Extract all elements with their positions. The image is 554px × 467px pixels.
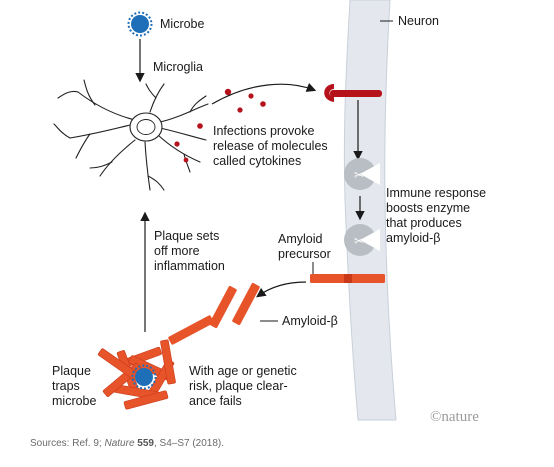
label-neuron: Neuron bbox=[398, 14, 439, 28]
source-volume: 559 bbox=[137, 438, 154, 449]
source-journal: Nature bbox=[104, 438, 135, 449]
label-amyloid-beta: Amyloid-β bbox=[282, 314, 338, 328]
receptor-icon bbox=[324, 84, 382, 102]
label-microglia: Microglia bbox=[153, 60, 204, 74]
label-plaque-inflammation: Plaque sets off more inflammation bbox=[154, 229, 225, 273]
arrow-precursor-to-amyloid bbox=[256, 281, 307, 298]
cytokine-dots bbox=[174, 88, 266, 163]
label-amyloid-precursor: Amyloid precursor bbox=[278, 232, 331, 261]
trapped-microbe-icon bbox=[131, 364, 157, 390]
amyloid-beta-fragments bbox=[168, 282, 260, 345]
source-pages: , S4–S7 (2018). bbox=[153, 438, 225, 449]
amyloid-precursor-bar bbox=[310, 262, 385, 283]
microglia-cell-icon bbox=[53, 79, 209, 191]
svg-text:✂: ✂ bbox=[354, 234, 364, 248]
label-age-risk: With age or genetic risk, plaque clear- … bbox=[189, 364, 297, 408]
microbe-icon bbox=[127, 11, 153, 37]
neuron-membrane bbox=[343, 0, 397, 421]
nature-logo: ©nature bbox=[430, 409, 479, 425]
source-prefix: Sources: Ref. 9; bbox=[30, 438, 105, 449]
enzyme-icon: ✂ bbox=[344, 158, 380, 190]
label-immune-response: Immune response boosts enzyme that produ… bbox=[386, 186, 487, 245]
label-microbe: Microbe bbox=[160, 17, 205, 31]
arrow-cytokines-to-receptor bbox=[211, 82, 317, 105]
label-cytokines: Infections provoke release of molecules … bbox=[213, 124, 328, 168]
label-plaque-traps-microbe: Plaque traps microbe bbox=[52, 364, 97, 408]
source-line: Sources: Ref. 9; Nature 559, S4–S7 (2018… bbox=[30, 438, 224, 449]
svg-text:✂: ✂ bbox=[354, 168, 364, 182]
enzyme-active-icon: ✂ bbox=[344, 224, 380, 256]
